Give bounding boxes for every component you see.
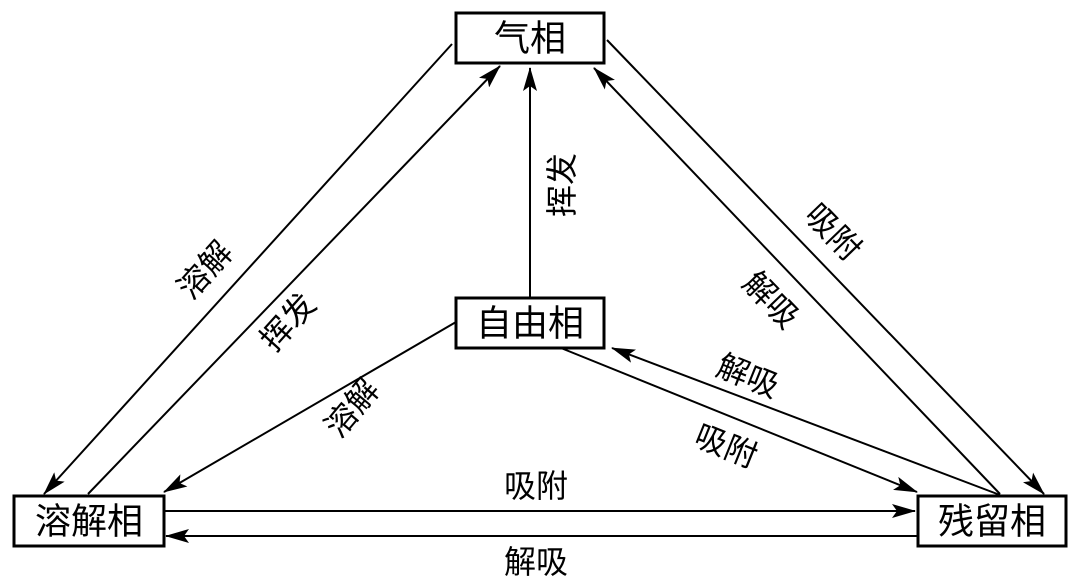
node-dissolved-phase: 溶解相 [12, 494, 166, 548]
label-free-to-dissolved: 溶解 [317, 371, 387, 444]
label-dissolved-to-gas: 挥发 [252, 286, 323, 359]
label-free-to-gas: 挥发 [543, 153, 581, 217]
node-residual-phase-label: 残留相 [938, 502, 1046, 543]
edge-gas-to-dissolved [43, 43, 453, 495]
label-dissolved-to-residual: 吸附 [504, 467, 568, 505]
edge-free-to-dissolved [163, 321, 457, 493]
edge-free-to-residual [555, 345, 918, 493]
edge-dissolved-to-gas [87, 65, 501, 495]
label-residual-to-dissolved: 解吸 [504, 543, 568, 581]
label-residual-to-free: 解吸 [711, 346, 785, 405]
node-gas-phase-label: 气相 [494, 19, 566, 60]
label-residual-to-gas: 解吸 [735, 264, 807, 336]
edge-residual-to-gas [593, 67, 1001, 495]
edge-residual-to-free [611, 347, 1001, 496]
node-free-phase: 自由相 [454, 296, 606, 350]
node-free-phase-label: 自由相 [476, 304, 584, 345]
label-gas-to-residual: 吸附 [797, 196, 869, 268]
node-residual-phase: 残留相 [916, 494, 1068, 548]
label-gas-to-dissolved: 溶解 [169, 234, 240, 307]
node-gas-phase: 气相 [454, 11, 606, 65]
node-dissolved-phase-label: 溶解相 [35, 502, 143, 543]
edge-gas-to-residual [606, 39, 1045, 495]
